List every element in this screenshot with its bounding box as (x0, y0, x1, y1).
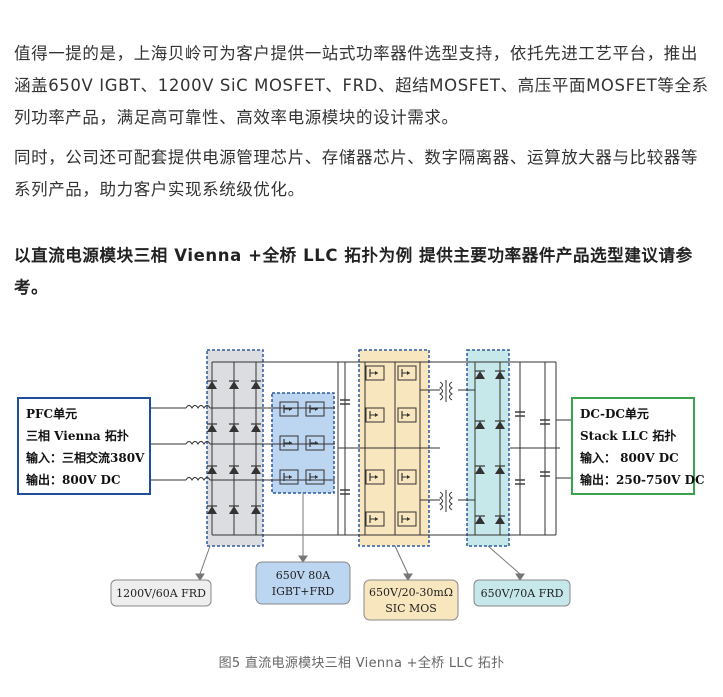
callout-650v-frd (473, 579, 571, 607)
transformers (439, 380, 453, 512)
rectifier-block (206, 349, 264, 547)
circuit-wiring (150, 361, 560, 536)
callout-sic-mos-line2: SIC MOS (385, 602, 437, 615)
section-heading: 以直流电源模块三相 Vienna +全桥 LLC 拓扑为例 提供主要功率器件产品… (14, 246, 693, 297)
pfc-title: PFC单元 (26, 406, 77, 421)
dcdc-info-box (571, 397, 695, 495)
dcdc-output: 输出：250-750V DC (580, 472, 705, 487)
topology-diagram: PFC单元 三相 Vienna 拓扑 输入：三相交流380V 输出：800V D… (17, 349, 705, 621)
pfc-output: 输出：800V DC (26, 472, 121, 487)
callout-1200v-frd-label: 1200V/60A FRD (116, 587, 206, 600)
callout-sic-mos-line1: 650V/20-30mΩ (369, 586, 453, 599)
callout-1200v-frd (110, 579, 212, 607)
dcdc-input: 输入： 800V DC (580, 450, 679, 465)
dcdc-topology: Stack LLC 拓扑 (580, 428, 676, 443)
dcdc-title: DC-DC单元 (580, 406, 649, 421)
paragraph-intro: 值得一提的是，上海贝岭可为客户提供一站式功率器件选型支持，依托先进工艺平台，推出… (14, 44, 709, 127)
pfc-topology: 三相 Vienna 拓扑 (26, 428, 129, 443)
callout-arrows (195, 493, 525, 581)
callout-650v-frd-label: 650V/70A FRD (481, 587, 564, 600)
pfc-info-box (17, 397, 151, 495)
pfc-input: 输入：三相交流380V (26, 450, 145, 465)
figure-caption: 图5 直流电源模块三相 Vienna +全桥 LLC 拓扑 (218, 656, 505, 671)
callout-sic-mos (363, 579, 459, 621)
callout-igbt-line1: 650V 80A (276, 569, 331, 582)
paragraph-products: 同时，公司还可配套提供电源管理芯片、存储器芯片、数字隔离器、运算放大器与比较器等… (14, 148, 698, 199)
frd-output-block (466, 349, 510, 547)
callout-igbt (255, 561, 351, 605)
capacitors (340, 399, 550, 495)
callout-igbt-line2: IGBT+FRD (272, 585, 335, 598)
output-wiring (556, 419, 572, 479)
